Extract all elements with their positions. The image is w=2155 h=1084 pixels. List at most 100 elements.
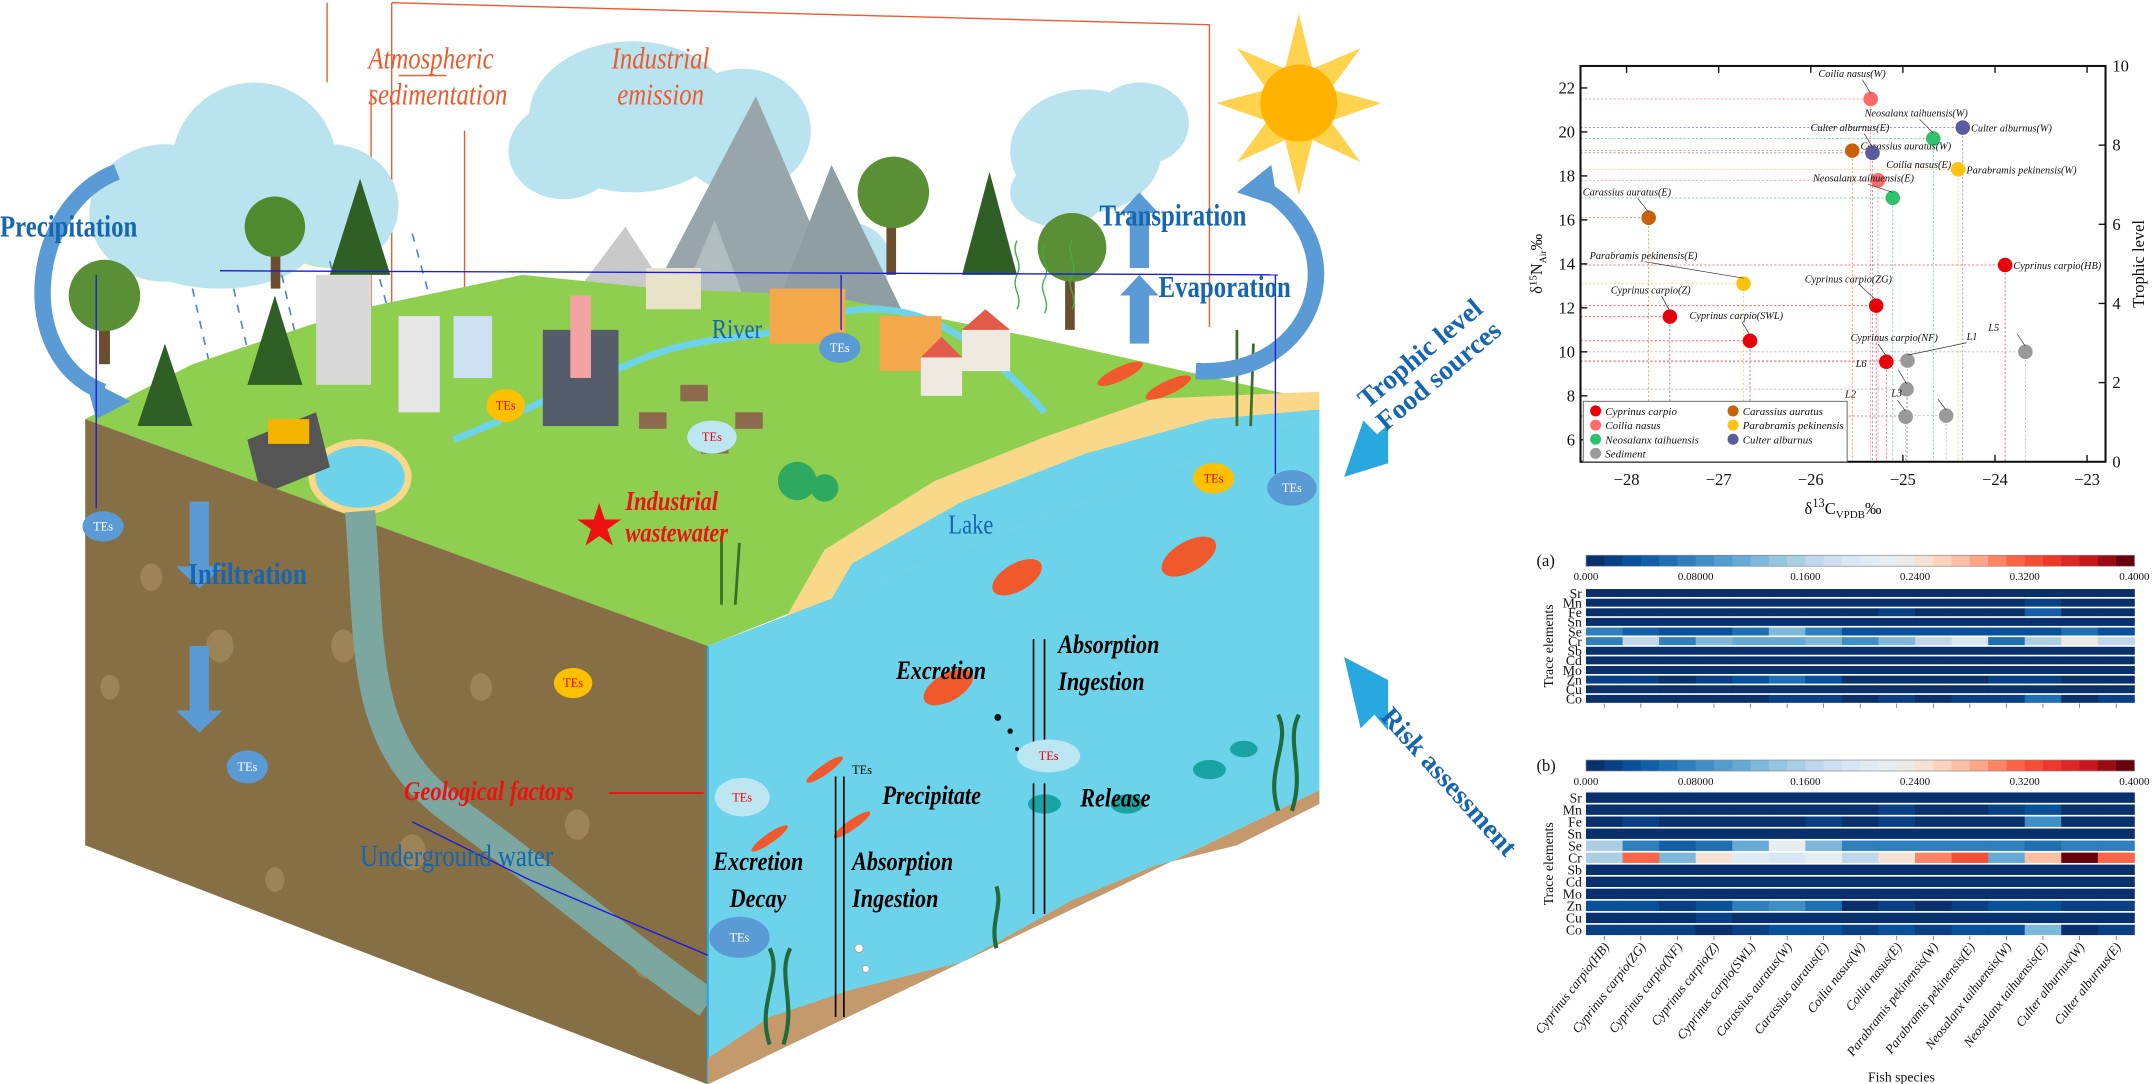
heatmap-cell	[2024, 646, 2062, 655]
label-leader	[1937, 398, 1947, 411]
row-label: Mn	[1563, 595, 1582, 610]
heatmap-cell	[1805, 852, 1843, 863]
colorbar-segment	[1713, 760, 1733, 772]
heatmap-cell	[2024, 608, 2062, 617]
data-point	[2018, 344, 2033, 360]
x-tick-label: Culter alburnus(W)	[2012, 940, 2087, 1030]
heatmap-cell	[1768, 876, 1806, 888]
legend-marker	[1727, 405, 1739, 417]
heatmap-cell	[1915, 792, 1953, 803]
label-leader	[1862, 79, 1871, 94]
heatmap-cell	[1586, 656, 1623, 665]
data-point	[1898, 409, 1913, 424]
panel-label: (a)	[1537, 551, 1555, 570]
heatmap-cell	[1732, 792, 1770, 803]
heatmap-cell	[2097, 646, 2135, 655]
heatmap-cell	[2024, 804, 2062, 815]
exchange-arrows	[834, 639, 1046, 1018]
colorbar-segment	[1787, 760, 1806, 772]
row-label: Sr	[1570, 586, 1583, 601]
colorbar-frame	[1585, 759, 2135, 772]
heatmap-cell	[1622, 804, 1660, 815]
colorbar-segment	[1732, 760, 1751, 772]
colorbar-segment	[1988, 760, 2007, 772]
heatmap-cell	[1586, 627, 1623, 636]
particles	[994, 713, 1020, 752]
heatmap-cell	[1659, 840, 1697, 851]
row-label: Cr	[1568, 851, 1582, 866]
heatmap-cell	[1695, 694, 1733, 703]
colorbar-segment	[1622, 760, 1642, 772]
heatmap-cell	[1841, 627, 1879, 636]
water-flow-lines	[95, 270, 1279, 956]
heatmap-cell	[1732, 598, 1770, 607]
tes-bubble-river: TEs	[819, 332, 861, 363]
heatmap-cell	[1768, 852, 1806, 863]
heatmap-cell	[1622, 675, 1660, 684]
heatmap-cell	[2097, 656, 2135, 665]
colorbar-segment	[1695, 555, 1715, 567]
heatmap-cell	[2061, 694, 2099, 703]
tes-label: TEs	[1281, 481, 1302, 495]
heatmap-cell	[1878, 685, 1916, 694]
heatmap-cell	[2061, 589, 2099, 598]
heatmap-cell	[1659, 675, 1697, 684]
heatmap-cell	[2097, 666, 2135, 674]
y2-tick-label: 8	[2112, 136, 2120, 155]
heatmap-cell	[1878, 804, 1916, 815]
heatmap-cell	[1951, 646, 1989, 655]
heatmap-cell	[1805, 617, 1843, 626]
colorbar-segment	[1732, 555, 1751, 567]
colorbar-segment	[1787, 555, 1806, 567]
colorbar-segment	[1604, 760, 1623, 772]
heatmap-cell	[1695, 617, 1733, 626]
heatmap-cell	[1878, 646, 1916, 655]
colorbar-segment	[2042, 555, 2062, 567]
lily-pads	[777, 461, 839, 502]
colorbar-segment	[2024, 555, 2044, 567]
heatmap-cell	[1915, 675, 1953, 684]
heatmap-cell	[1805, 864, 1843, 875]
heatmap-cell	[1586, 675, 1623, 684]
heatmap-cell	[1622, 694, 1660, 703]
y2-tick-label: 0	[2112, 452, 2120, 471]
heatmap-cell	[1622, 598, 1660, 607]
heatmap-cell	[2024, 598, 2062, 607]
heatmap-cell	[1659, 608, 1697, 617]
y-axis-label: δ15NAir‰	[1527, 233, 1549, 293]
heatmap-cell	[1659, 627, 1697, 636]
data-point	[1742, 333, 1758, 349]
heatmap-cell	[1841, 804, 1879, 815]
heatmap-cell	[1695, 675, 1733, 684]
heatmap-cell	[1659, 924, 1697, 936]
colorbar-segment	[1750, 555, 1770, 567]
lake-surface	[707, 409, 1320, 646]
heatmap-cell	[2024, 617, 2062, 626]
heatmap-cell	[1659, 912, 1697, 924]
heatmap-cell	[1988, 900, 2026, 912]
colorbar-segment	[1860, 555, 1879, 567]
colorbar-segment	[1933, 760, 1953, 772]
heatmap-cell	[1841, 617, 1879, 626]
heatmap-cell	[1915, 876, 1953, 888]
colorbar-segment	[1841, 555, 1861, 567]
heatmap-cell	[1695, 852, 1733, 863]
heatmap-cell	[1915, 646, 1953, 655]
heatmap-cell	[1878, 589, 1916, 598]
colorbar-segment	[1915, 760, 1934, 772]
row-label: Cd	[1566, 653, 1582, 668]
colorbar-segment	[2116, 760, 2135, 772]
colorbar-frame	[1585, 554, 2135, 567]
tes-bubble-soil: TEs	[82, 511, 124, 542]
heatmap-cell	[1695, 598, 1733, 607]
heatmap-cell	[1805, 598, 1843, 607]
data-point-label: Culter alburnus(E)	[1811, 123, 1890, 134]
heatmap-cell	[1805, 804, 1843, 815]
heatmap-cell	[1805, 792, 1843, 803]
row-label: Mn	[1563, 802, 1582, 817]
heatmap-cell	[1988, 828, 2026, 839]
heatmap-cell	[1805, 840, 1843, 851]
